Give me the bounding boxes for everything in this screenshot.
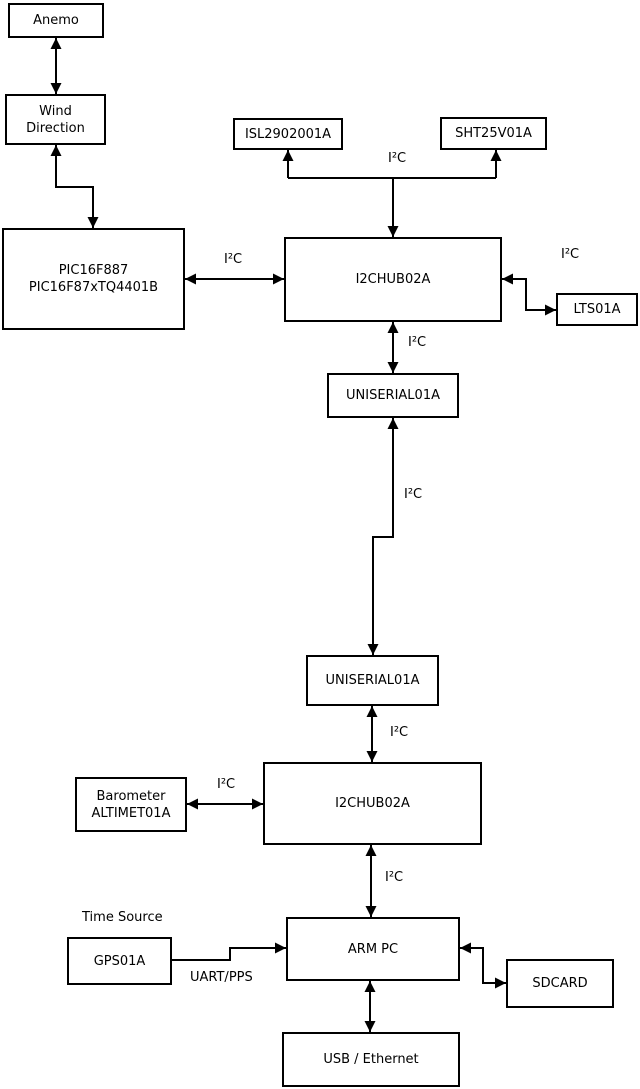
edge-hub1-lts <box>502 273 556 316</box>
label-i2c-barometer-hub2: I²C <box>217 777 236 792</box>
node-usb-ethernet: USB / Ethernet <box>282 1032 460 1087</box>
label-i2c-pic-hub1: I²C <box>224 252 243 267</box>
label-i2c-hub2-armpc: I²C <box>385 870 404 885</box>
node-pic16f887: PIC16F887 PIC16F87xTQ4401B <box>2 228 185 330</box>
edge-gps-armpc <box>172 942 286 961</box>
node-uniserial01a-2-label: UNISERIAL01A <box>325 673 420 688</box>
node-gps01a: GPS01A <box>67 937 172 985</box>
label-time-source: Time Source <box>82 910 163 925</box>
node-i2chub02a-1-label: I2CHUB02A <box>355 272 431 287</box>
node-uniserial01a-1-label: UNISERIAL01A <box>346 388 440 403</box>
node-wind-direction-line2: Direction <box>26 120 85 136</box>
node-gps01a-label: GPS01A <box>93 953 146 969</box>
node-isl2902001a-label: ISL2902001A <box>244 126 332 142</box>
edge-wind-pic <box>50 145 99 228</box>
node-sdcard-label: SDCARD <box>532 976 588 991</box>
node-usb-ethernet-label: USB / Ethernet <box>323 1052 419 1067</box>
label-i2c-hub1-uniserial1: I²C <box>408 335 427 350</box>
node-wind-direction-line1: Wind <box>39 103 72 119</box>
node-arm-pc: ARM PC <box>286 917 460 981</box>
node-arm-pc-label: ARM PC <box>347 941 399 957</box>
label-i2c-uniserial-link: I²C <box>404 487 423 502</box>
node-lts01a: LTS01A <box>556 293 638 326</box>
node-pic16f887-line2: PIC16F87xTQ4401B <box>28 280 159 295</box>
node-sdcard: SDCARD <box>506 959 614 1008</box>
node-isl2902001a: ISL2902001A <box>233 118 343 150</box>
node-barometer-altimet01a: Barometer ALTIMET01A <box>75 777 187 832</box>
node-barometer-line2: ALTIMET01A <box>91 805 171 821</box>
edge-armpc-sdcard <box>460 942 506 989</box>
node-barometer-line1: Barometer <box>96 788 166 804</box>
label-i2c-uniserial2-hub2: I²C <box>390 725 409 740</box>
node-anemo: Anemo <box>8 3 104 38</box>
edge-uniserial1-uniserial2 <box>367 418 399 655</box>
node-i2chub02a-2-label: I2CHUB02A <box>335 796 410 811</box>
node-wind-direction: Wind Direction <box>5 94 106 145</box>
label-uart-pps: UART/PPS <box>190 970 253 985</box>
node-sht25v01a: SHT25V01A <box>440 117 547 150</box>
label-i2c-isl-sht: I²C <box>388 151 407 166</box>
node-uniserial01a-1: UNISERIAL01A <box>327 373 459 418</box>
node-pic16f887-line1: PIC16F887 <box>58 263 129 278</box>
node-uniserial01a-2: UNISERIAL01A <box>306 655 439 706</box>
node-anemo-label: Anemo <box>33 13 79 28</box>
node-i2chub02a-1: I2CHUB02A <box>284 237 502 322</box>
node-lts01a-label: LTS01A <box>573 302 621 317</box>
node-sht25v01a-label: SHT25V01A <box>455 126 532 141</box>
node-i2chub02a-2: I2CHUB02A <box>263 762 482 845</box>
label-i2c-hub1-lts: I²C <box>561 247 580 262</box>
